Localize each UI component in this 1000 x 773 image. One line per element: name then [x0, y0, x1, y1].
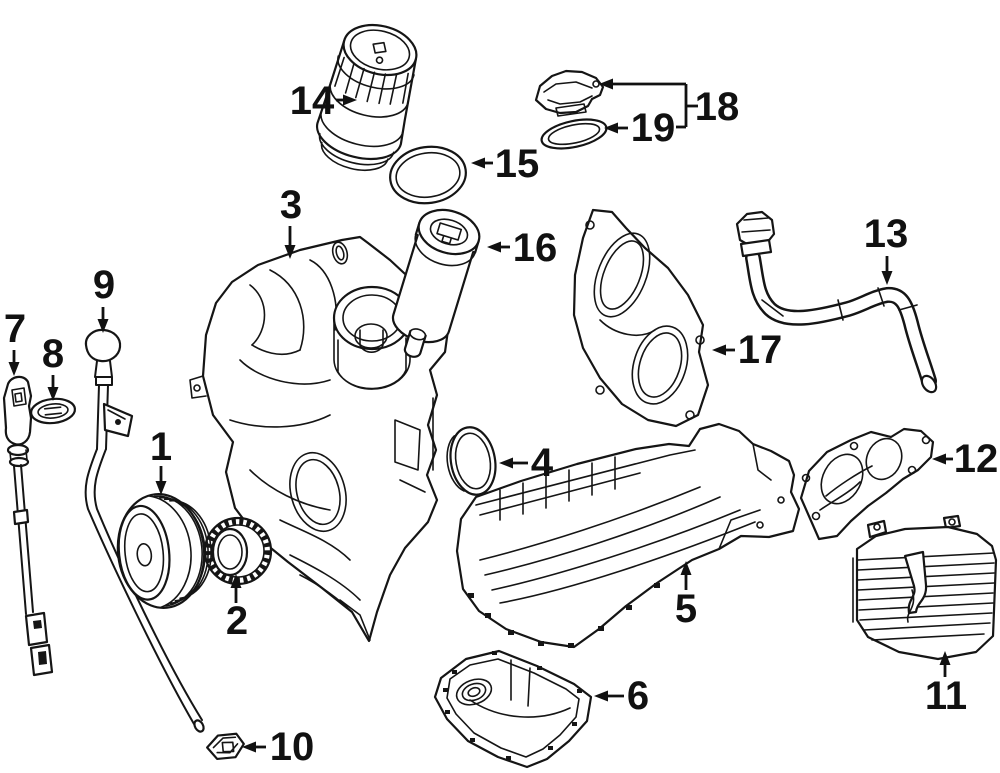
callout-arrowhead-icon	[487, 241, 501, 253]
oil-filter-element-illustration	[391, 208, 481, 358]
callout-6-lower-oil-pan: 6	[594, 674, 649, 718]
lower-oil-pan-illustration	[433, 649, 593, 769]
oil-drain-plug-illustration	[206, 732, 245, 761]
callout-arrowhead-icon	[604, 122, 618, 134]
upper-oil-pan-illustration	[455, 422, 801, 649]
callout-4-crankshaft-seal-ring: 4	[499, 441, 554, 485]
callout-number: 13	[864, 212, 909, 256]
callout-arrowhead-icon	[343, 94, 357, 106]
callout-number: 19	[631, 106, 676, 150]
callout-arrowhead-icon	[594, 690, 608, 702]
callout-13-breather-hose: 13	[864, 212, 909, 285]
callout-7-oil-dipstick-lower: 7	[4, 307, 26, 376]
callout-arrowhead-icon	[881, 271, 893, 285]
callout-number: 15	[495, 142, 540, 186]
callout-arrowhead-icon	[97, 319, 109, 333]
crankshaft-pulley-illustration	[116, 493, 212, 609]
callout-number: 12	[954, 437, 999, 481]
callout-arrowhead-icon	[939, 651, 951, 665]
callout-number: 1	[150, 425, 172, 469]
callout-number: 17	[738, 328, 783, 372]
callout-2-pulley-hub-sprocket: 2	[226, 574, 248, 643]
callout-number: 14	[290, 79, 335, 123]
callout-12-oil-cooler-gasket: 12	[932, 437, 998, 481]
callout-number: 7	[4, 307, 26, 351]
callout-9-oil-dipstick-upper: 9	[93, 263, 115, 333]
breather-valve-illustration	[534, 69, 605, 117]
callout-number: 11	[925, 674, 967, 718]
callout-number: 3	[280, 183, 302, 227]
callout-arrowhead-icon	[47, 387, 59, 401]
callout-14-oil-filter-cap: 14	[290, 79, 357, 123]
callout-number: 5	[675, 587, 697, 631]
callout-10-oil-drain-plug: 10	[242, 725, 314, 769]
callout-number: 16	[513, 226, 558, 270]
callout-arrowhead-icon	[284, 245, 296, 259]
callout-arrowhead-icon	[712, 344, 726, 356]
callout-3-timing-front-cover: 3	[280, 183, 302, 259]
callout-8-dipstick-tube-seal: 8	[42, 332, 64, 401]
oil-filter-cap-illustration	[315, 23, 418, 172]
callout-16-oil-filter-element: 16	[487, 226, 557, 270]
callout-number: 6	[627, 674, 649, 718]
callout-number: 8	[42, 332, 64, 376]
callout-arrowhead-icon	[499, 457, 513, 469]
callout-arrowhead-icon	[680, 561, 692, 575]
callout-18-breather-valve: 18	[599, 78, 740, 129]
pulley-hub-sprocket-illustration	[203, 516, 273, 586]
callout-arrowhead-icon	[242, 741, 256, 753]
front-cover-gasket-illustration	[572, 208, 710, 428]
callout-number: 4	[531, 441, 554, 485]
callout-1-crankshaft-pulley: 1	[150, 425, 172, 495]
callout-5-upper-oil-pan: 5	[675, 561, 697, 631]
callout-number: 2	[226, 599, 248, 643]
callout-19-breather-valve-seal: 19	[604, 106, 675, 150]
callout-arrowhead-icon	[599, 78, 613, 90]
breather-hose-illustration	[735, 210, 938, 394]
callout-arrowhead-icon	[155, 481, 167, 495]
callout-number: 10	[270, 725, 315, 769]
callout-number: 18	[695, 85, 740, 129]
engine-oil-cooler-illustration	[852, 514, 998, 661]
crankshaft-seal-ring-illustration	[446, 426, 497, 496]
callout-17-front-cover-gasket: 17	[712, 328, 782, 372]
callout-15-filter-cap-o-ring: 15	[471, 142, 539, 186]
callout-number: 9	[93, 263, 115, 307]
callout-arrowhead-icon	[932, 453, 946, 465]
callout-arrowhead-icon	[8, 362, 20, 376]
callout-arrowhead-icon	[230, 574, 242, 588]
oil-cooler-gasket-illustration	[799, 427, 935, 541]
oil-dipstick-upper-illustration	[84, 328, 205, 733]
callout-arrowhead-icon	[471, 157, 485, 169]
breather-valve-seal-illustration	[540, 118, 608, 150]
callout-11-engine-oil-cooler: 11	[925, 651, 967, 718]
oil-dipstick-lower-illustration	[2, 375, 54, 677]
dipstick-tube-seal-illustration	[29, 397, 77, 425]
filter-cap-o-ring-illustration	[389, 145, 467, 205]
